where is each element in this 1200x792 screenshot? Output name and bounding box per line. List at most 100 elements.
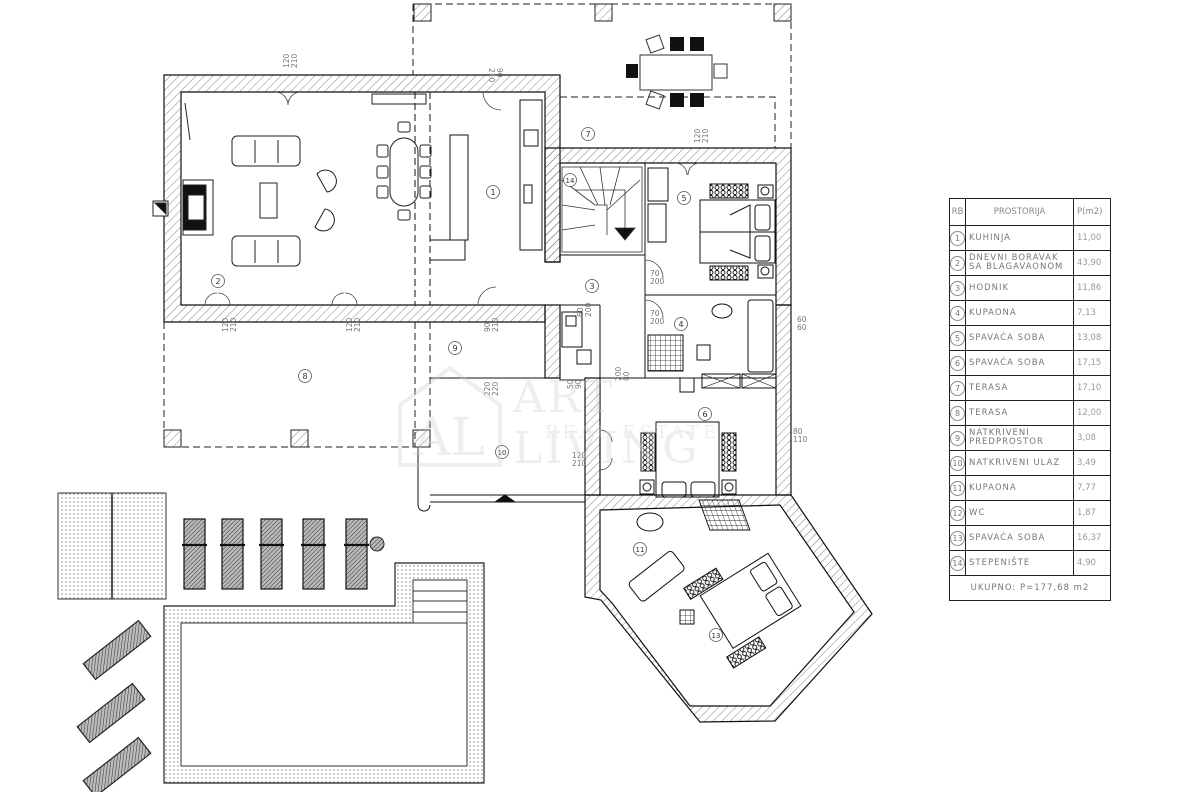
room-name: NATKRIVENI PREDPROSTOR [965,425,1074,451]
staircase [561,166,643,253]
dimension-text: 210 [491,317,500,332]
room-name: WC [965,500,1074,526]
room-number: 1 [949,225,966,251]
table-row: 6 SPAVAĆA SOBA 17,15 [949,350,1111,376]
dimension-text: 210 [229,317,238,332]
room-name: SPAVAĆA SOBA [965,350,1074,376]
dimension-text: 120 [282,53,291,68]
room-label: 2 [215,277,220,286]
room-number: 4 [949,300,966,326]
room-area: 7,13 [1073,300,1111,326]
dimension-text: 80 [622,371,631,381]
room-area: 11,86 [1073,275,1111,301]
dimension-text: 50 [566,379,575,389]
dimension-text: 210 [290,53,299,68]
room-label: 7 [585,130,590,139]
entrance-10 [417,377,586,512]
room-label: 9 [452,344,457,353]
table-total-row: UKUPNO: P=177,68 m2 [949,575,1111,601]
table-row: 7 TERASA 17,10 [949,375,1111,401]
room-name: SPAVAĆA SOBA [965,325,1074,351]
room-area: 3,08 [1073,425,1111,451]
room-area: 43,90 [1073,250,1111,276]
room-name: TERASA [965,400,1074,426]
table-row: 3 HODNIK 11,86 [949,275,1111,301]
outdoor-dining-set [626,34,728,110]
dimension-text: 90 [483,322,492,332]
table-row: 2 DNEVNI BORAVAK SA BLAGAVAONOM 43,90 [949,250,1111,276]
living-room-furniture [152,93,427,267]
dimension-text: 120 [345,317,354,332]
dimension-text: 90 [495,68,504,78]
room-area: 7,77 [1073,475,1111,501]
room-number: 5 [949,325,966,351]
table-row: 11 KUPAONA 7,77 [949,475,1111,501]
dimension-text: 90 [574,379,583,389]
bedroom-5-furniture [647,167,776,281]
header-rb: RB [949,198,966,226]
room-label: 10 [498,449,507,457]
room-area: 12,00 [1073,400,1111,426]
interior-walls [414,92,776,496]
dimension-text: 120 [221,317,230,332]
room-number: 11 [949,475,966,501]
room-number: 2 [949,250,966,276]
room-area: 4,90 [1073,550,1111,576]
room-name: HODNIK [965,275,1074,301]
room-name: SPAVAĆA SOBA [965,525,1074,551]
swimming-pool [163,562,485,784]
room-number: 3 [949,275,966,301]
room-number: 12 [949,500,966,526]
room-name: STEPENIŠTE [965,550,1074,576]
room-area: 13,08 [1073,325,1111,351]
dimension-text: 120 [572,451,587,460]
table-header-row: RB PROSTORIJA P(m2) [949,198,1111,226]
sun-lounger-area [57,492,385,792]
bathroom-4-fixtures [561,299,774,373]
table-row: 12 WC 1,87 [949,500,1111,526]
room-name: TERASA [965,375,1074,401]
room-area: 17,15 [1073,350,1111,376]
room-number: 9 [949,425,966,451]
room-area: 1,87 [1073,500,1111,526]
dimension-text: 200 [584,302,593,317]
table-row: 8 TERASA 12,00 [949,400,1111,426]
room-label: 4 [678,320,683,329]
room-name: KUHINJA [965,225,1074,251]
room-area: 3,49 [1073,450,1111,476]
room-number: 10 [949,450,966,476]
room-name: NATKRIVENI ULAZ [965,450,1074,476]
room-name: DNEVNI BORAVAK SA BLAGAVAONOM [965,250,1074,276]
room-label: 8 [302,372,307,381]
room-name: KUPAONA [965,300,1074,326]
table-row: 14 STEPENIŠTE 4,90 [949,550,1111,576]
dimension-text: 70 [650,309,660,318]
header-room: PROSTORIJA [965,198,1074,226]
table-row: 5 SPAVAĆA SOBA 13,08 [949,325,1111,351]
total-area: UKUPNO: P=177,68 m2 [949,575,1111,601]
room-number: 6 [949,350,966,376]
room-number: 7 [949,375,966,401]
dimension-text: 210 [487,68,496,83]
dimension-text: 210 [572,459,587,468]
wing-13-furniture [628,499,802,669]
dimension-text: 200 [650,317,665,326]
dimension-text: 60 [797,323,807,332]
dimension-text: 220 [483,381,492,396]
dimension-text: 60 [576,307,585,317]
header-area: P(m2) [1073,198,1111,226]
dimension-text: 200 [650,277,665,286]
bedroom-6-furniture [639,373,777,498]
kitchen-counter [519,99,543,251]
dimension-text: 110 [793,435,808,444]
room-label: 11 [636,546,645,554]
dimension-text: 70 [650,269,660,278]
table-row: 10 NATKRIVENI ULAZ 3,49 [949,450,1111,476]
room-number: 8 [949,400,966,426]
room-label: 5 [681,194,686,203]
dimension-text: 60 [797,315,807,324]
table-row: 13 SPAVAĆA SOBA 16,37 [949,525,1111,551]
dimension-text: 220 [491,381,500,396]
